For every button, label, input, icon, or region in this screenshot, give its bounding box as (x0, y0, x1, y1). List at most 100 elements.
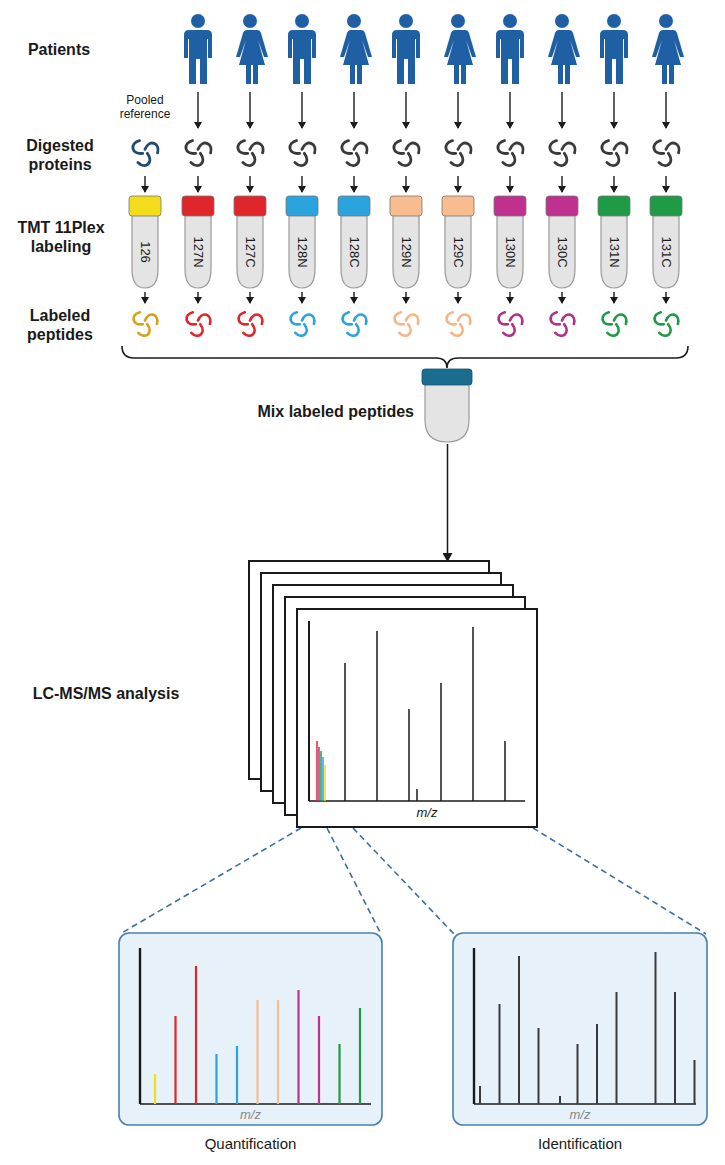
row-label: Patients (4, 40, 114, 59)
connector (353, 828, 706, 934)
tube-number: 131C (659, 236, 674, 267)
arrow (197, 292, 198, 303)
row-label: Digested proteins (4, 136, 116, 174)
arrow (509, 92, 510, 128)
peptide-icon (132, 312, 158, 338)
peptide-icon (497, 312, 523, 338)
patient-icon (288, 14, 316, 84)
patient-icon (444, 14, 476, 84)
arrow (249, 176, 250, 192)
quantification-panel: m/zQuantification (118, 932, 383, 1158)
arrow (249, 292, 250, 303)
tube-number: 127N (191, 236, 206, 267)
tube-number: 129C (451, 236, 466, 267)
arrow (405, 176, 406, 192)
protein-icon (392, 140, 419, 167)
arrow (197, 92, 198, 128)
tmt-tube: 129C (441, 195, 475, 290)
tmt-tube: 131C (649, 195, 683, 290)
protein-icon (496, 140, 523, 167)
arrow (561, 176, 562, 192)
axis-label: m/z (118, 1107, 383, 1123)
patient-icon (496, 14, 524, 84)
tmt-tube: 130N (493, 195, 527, 290)
identification-panel: m/zIdentification (452, 932, 708, 1158)
protein-icon (131, 140, 158, 167)
peptide-icon (393, 312, 419, 338)
arrow (457, 292, 458, 303)
arrow (561, 292, 562, 303)
patient-icon (652, 14, 684, 84)
tube-number: 128C (347, 236, 362, 267)
arrow (613, 176, 614, 192)
arrow (665, 92, 666, 128)
arrow (457, 176, 458, 192)
row-label: TMT 11Plex labeling (2, 218, 120, 256)
peptide-icon (653, 312, 679, 338)
tmt-tube: 130C (545, 195, 579, 290)
arrow (561, 92, 562, 128)
tube-number: 130N (503, 236, 518, 267)
tmt-tube: 126 (128, 195, 162, 290)
arrow (665, 292, 666, 303)
protein-icon (444, 140, 471, 167)
axis-label: m/z (452, 1107, 708, 1123)
protein-icon (236, 140, 263, 167)
connector (447, 444, 449, 561)
tmt-tube: 127C (233, 195, 267, 290)
bracket (122, 346, 688, 368)
tube-number: 129N (399, 236, 414, 267)
protein-icon (600, 140, 627, 167)
arrow (301, 176, 302, 192)
tmt-tube: 128N (285, 195, 319, 290)
row-label: LC-MS/MS analysis (6, 684, 206, 703)
mix-tube: Mix labeled peptides (200, 368, 475, 444)
spectrum-stack: m/z (248, 560, 538, 830)
tube-number: 130C (555, 236, 570, 267)
step-label: Mix labeled peptides (200, 403, 414, 421)
tmt-tube: 128C (337, 195, 371, 290)
arrow (613, 92, 614, 128)
arrow (613, 292, 614, 303)
panel-caption: Quantification (118, 1134, 383, 1154)
arrow (353, 292, 354, 303)
tube-number: 126 (138, 241, 153, 263)
protein-icon (288, 140, 315, 167)
arrow (144, 176, 145, 192)
connector (120, 828, 381, 934)
arrow (353, 92, 354, 128)
arrow (665, 176, 666, 192)
peptide-icon (185, 312, 211, 338)
peptide-icon (549, 312, 575, 338)
peptide-icon (237, 312, 263, 338)
protein-icon (548, 140, 575, 167)
protein-icon (652, 140, 679, 167)
tube-number: 128N (295, 236, 310, 267)
arrow (405, 292, 406, 303)
tube-number: 127C (243, 236, 258, 267)
tmt-tube: 127N (181, 195, 215, 290)
protein-icon (340, 140, 367, 167)
protein-icon (184, 140, 211, 167)
panel-caption: Identification (452, 1134, 708, 1154)
arrow (249, 92, 250, 128)
peptide-icon (601, 312, 627, 338)
patient-icon (392, 14, 420, 84)
arrow (405, 92, 406, 128)
arrow (509, 292, 510, 303)
peptide-icon (341, 312, 367, 338)
patient-icon (548, 14, 580, 84)
patient-icon (340, 14, 372, 84)
tmt-tube: 129N (389, 195, 423, 290)
tmt-tube: 131N (597, 195, 631, 290)
arrow (457, 92, 458, 128)
arrow (509, 176, 510, 192)
arrow (144, 292, 145, 303)
patient-icon (236, 14, 268, 84)
tube-number: 131N (607, 236, 622, 267)
row-label: Labeled peptides (4, 306, 116, 344)
arrow (301, 92, 302, 128)
row-label: Pooled reference (108, 93, 182, 121)
arrow (353, 176, 354, 192)
patient-icon (600, 14, 628, 84)
